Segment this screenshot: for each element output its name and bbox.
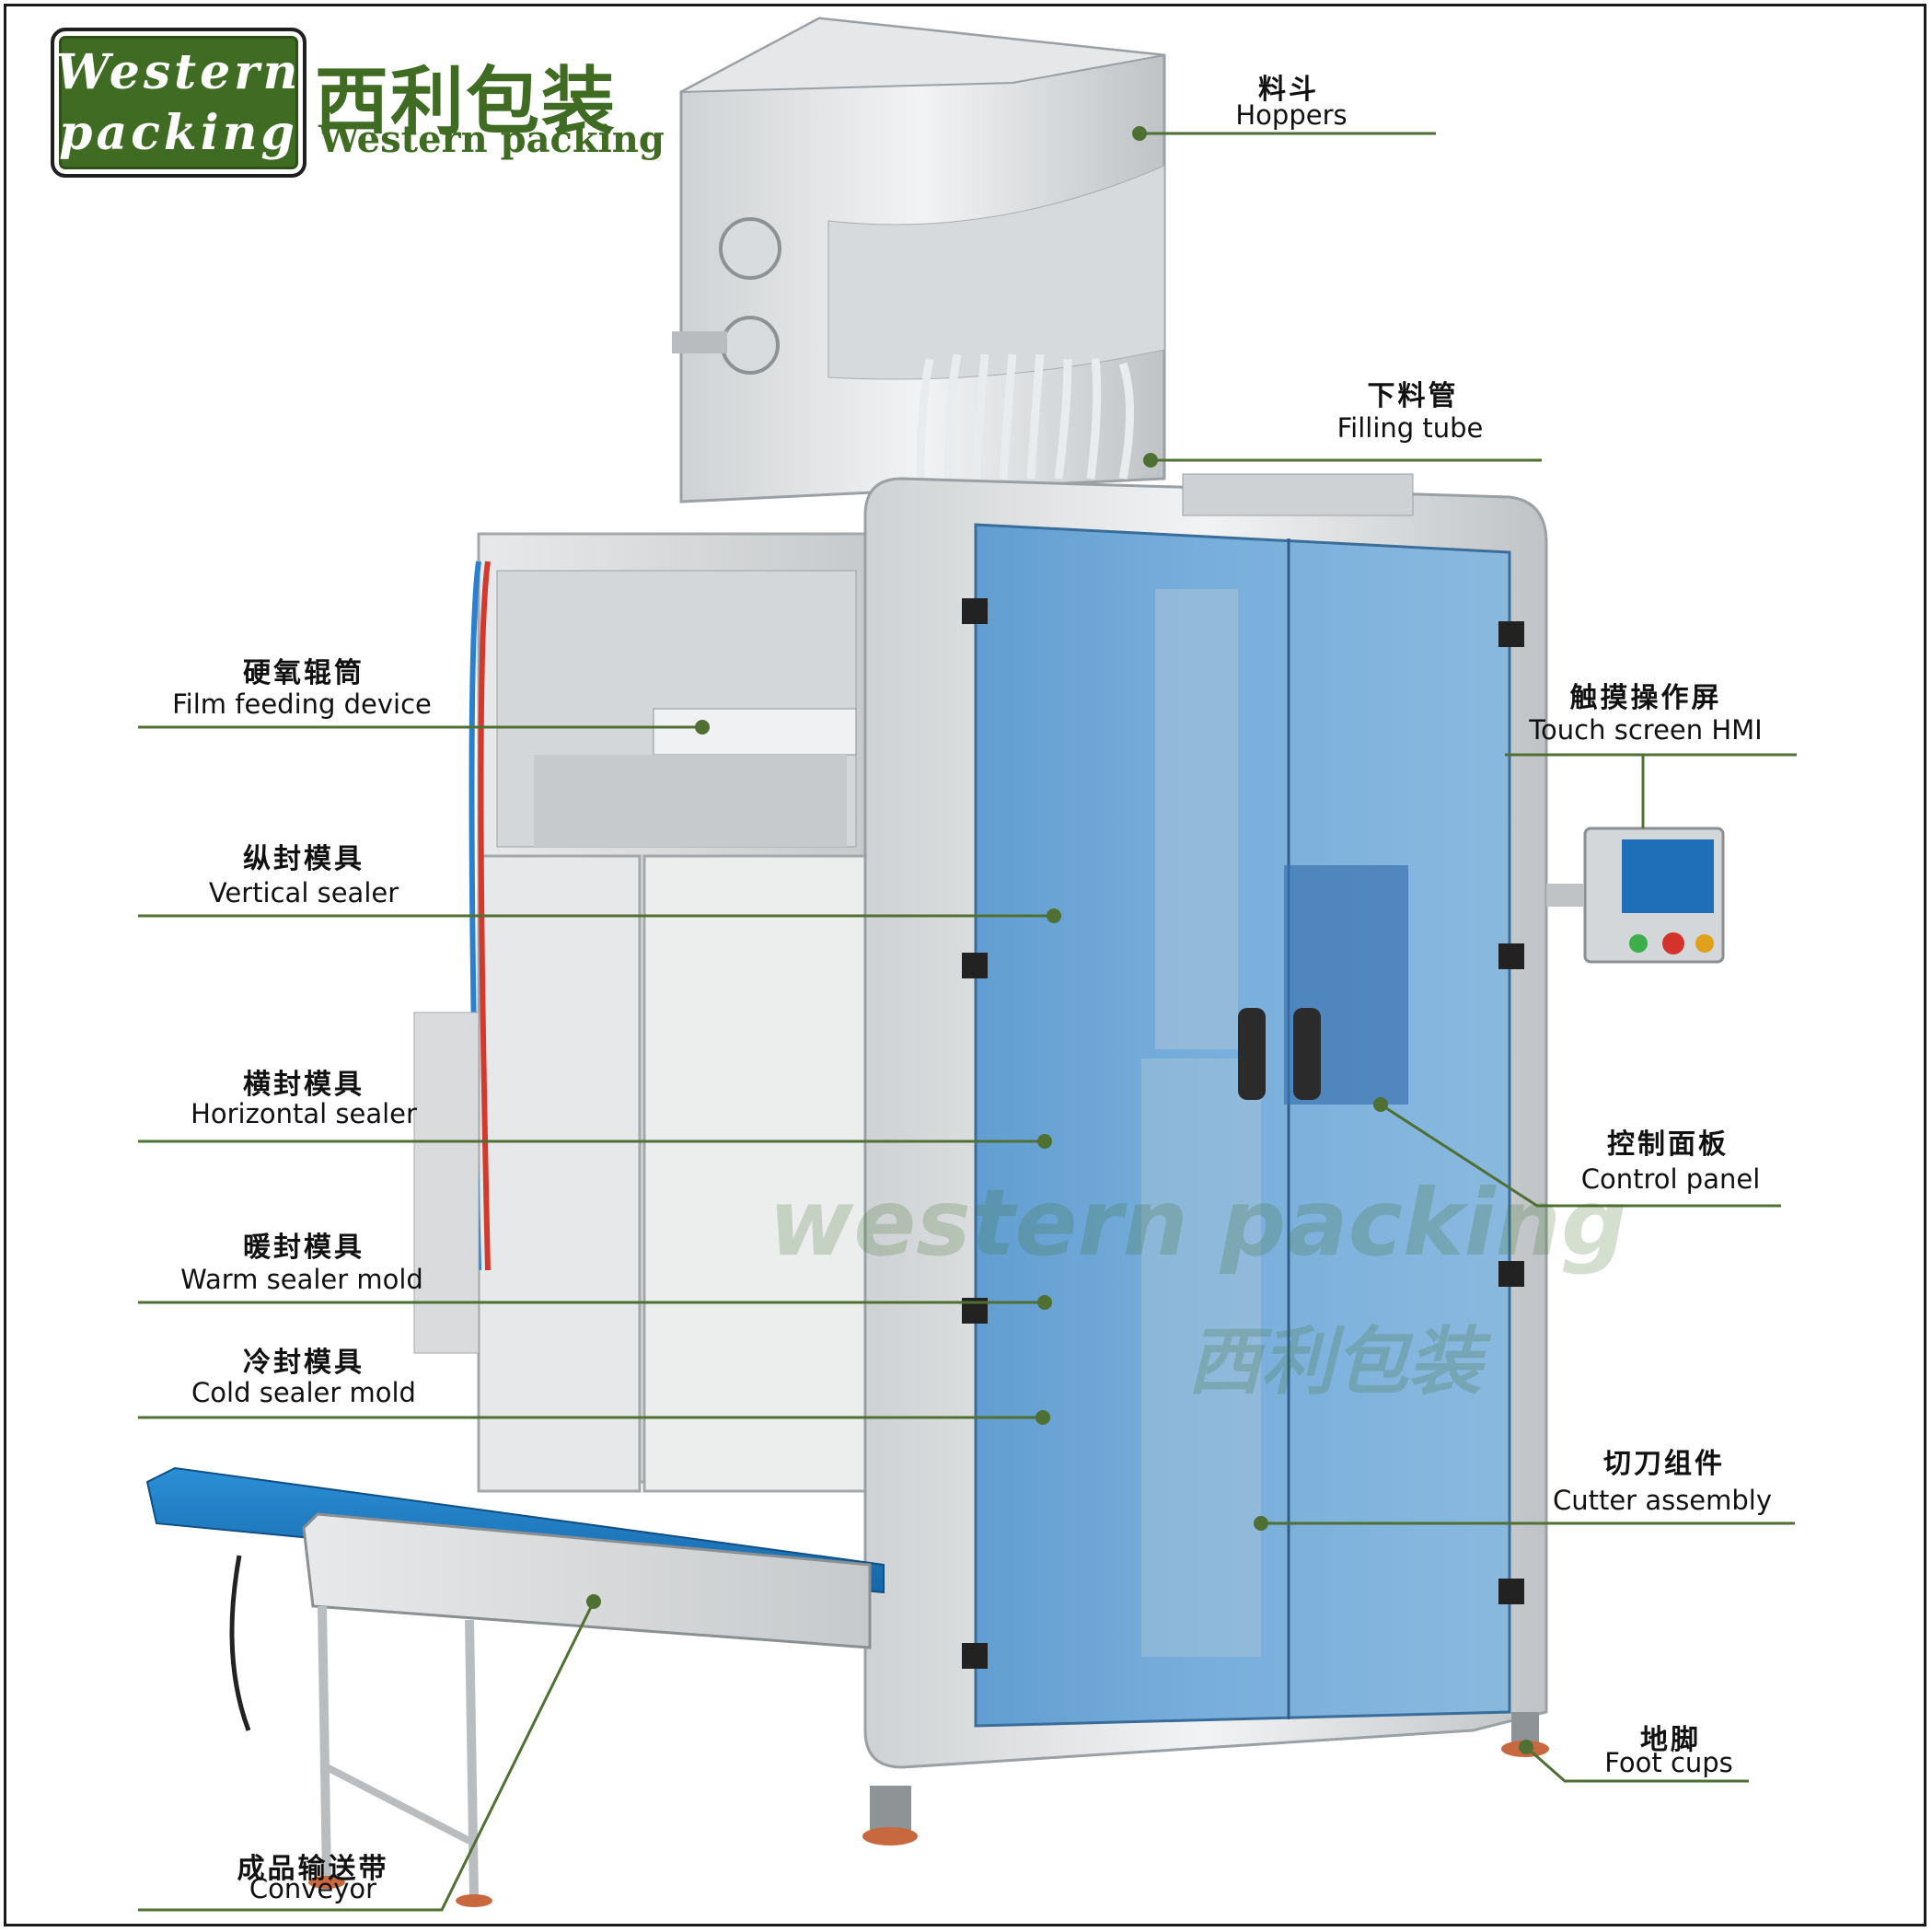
- label-film-feeding-cn: 硬氧辊筒: [243, 657, 364, 689]
- label-cutter-cn: 切刀组件: [1603, 1448, 1725, 1480]
- front-cabinet-shape: [862, 473, 1549, 1845]
- frame-shape: [413, 532, 867, 1493]
- watermark-cn: 西利包装: [1187, 1319, 1482, 1405]
- leader-lines: [138, 132, 1797, 1912]
- label-foot-cups-cn: 地脚: [1640, 1724, 1701, 1756]
- image-frame: [4, 4, 1926, 1926]
- filling-tubes-shape: [916, 353, 1134, 480]
- brand-name-cn: 西利包装: [315, 59, 617, 145]
- label-foot-cups-en: Foot cups: [1604, 1747, 1733, 1778]
- label-filling-tube-cn: 下料管: [1367, 380, 1459, 412]
- label-hoppers-cn: 料斗: [1258, 74, 1319, 106]
- label-vertical-sealer-cn: 纵封模具: [243, 843, 364, 875]
- conveyor-shape: [145, 1466, 885, 1907]
- label-horizontal-sealer-cn: 横封模具: [243, 1069, 364, 1101]
- label-conveyor-en: Conveyor: [249, 1873, 377, 1904]
- touch-screen-shape: [1546, 827, 1725, 964]
- label-control-panel-en: Control panel: [1580, 1163, 1761, 1195]
- logo-line2: packing: [59, 105, 298, 161]
- label-warm-sealer-en: Warm sealer mold: [180, 1264, 423, 1295]
- logo-line1: Western: [55, 44, 302, 100]
- watermark-en: western packing: [769, 1169, 1627, 1277]
- label-filling-tube-en: Filling tube: [1336, 412, 1484, 444]
- hopper-shape: [672, 17, 1166, 503]
- label-conveyor-cn: 成品输送带: [237, 1853, 389, 1885]
- brand-logo: Western packing: [51, 28, 307, 178]
- label-film-feeding-en: Film feeding device: [172, 688, 432, 720]
- label-hoppers-en: Hoppers: [1235, 99, 1348, 131]
- label-control-panel-cn: 控制面板: [1607, 1128, 1729, 1161]
- label-warm-sealer-cn: 暖封模具: [243, 1232, 364, 1264]
- leader-dots: [586, 126, 1533, 1754]
- label-touch-screen-cn: 触摸操作屏: [1569, 682, 1722, 714]
- label-cutter-en: Cutter assembly: [1552, 1485, 1773, 1516]
- brand-name-en: Western packing: [318, 118, 665, 161]
- label-vertical-sealer-en: Vertical sealer: [208, 877, 399, 908]
- label-horizontal-sealer-en: Horizontal sealer: [191, 1098, 417, 1129]
- label-cold-sealer-en: Cold sealer mold: [191, 1377, 416, 1408]
- label-touch-screen-en: Touch screen HMI: [1529, 714, 1763, 746]
- label-cold-sealer-cn: 冷封模具: [243, 1347, 364, 1379]
